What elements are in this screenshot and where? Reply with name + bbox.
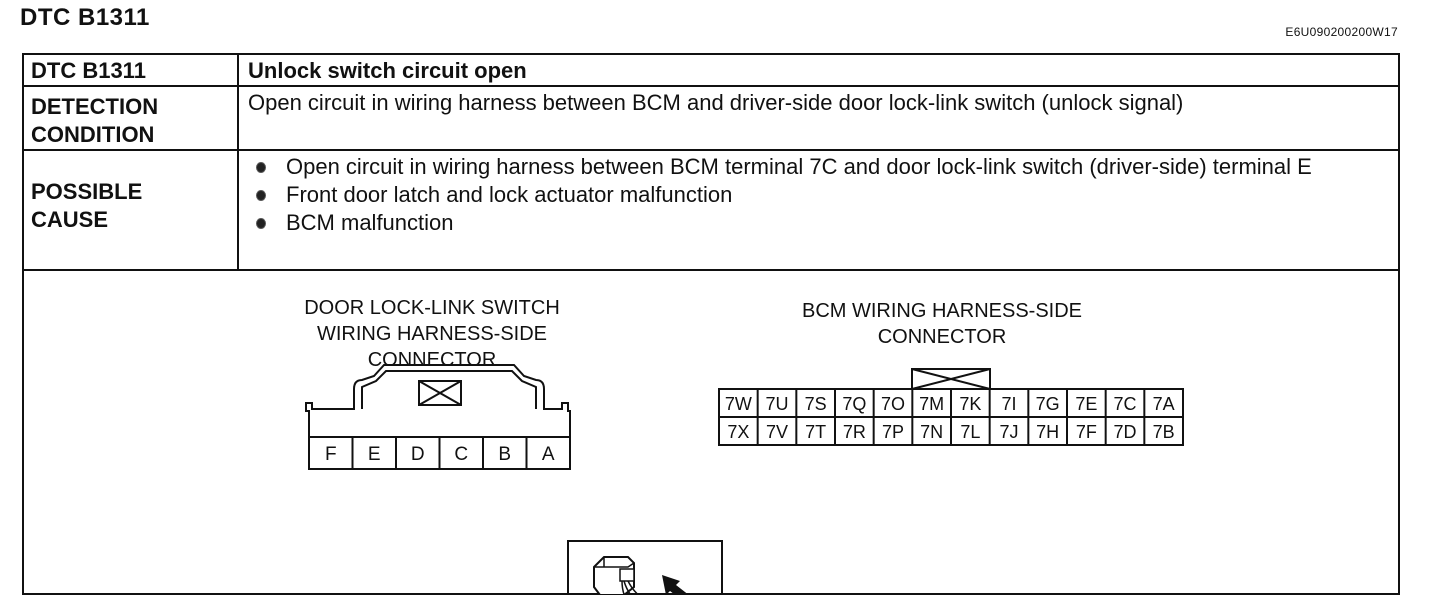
bcm-pin-label: 7X (727, 422, 749, 442)
door-pin-label: A (542, 444, 555, 465)
bullet-icon (256, 190, 266, 201)
connector-face-icon (619, 568, 635, 582)
bullet-icon (256, 218, 266, 229)
connector-edge-icon (594, 557, 635, 568)
bcm-connector-title: BCM WIRING HARNESS-SIDE CONNECTOR (742, 298, 1142, 350)
cause-text: BCM malfunction (286, 210, 454, 235)
list-item: Open circuit in wiring harness between B… (248, 153, 1398, 181)
bcm-pin-label: 7R (843, 422, 866, 442)
row-value-detection-condition: Open circuit in wiring harness between B… (248, 90, 1184, 115)
row-label-dtc: DTC B1311 (24, 55, 239, 85)
list-item: BCM malfunction (248, 209, 1398, 237)
cause-text: Open circuit in wiring harness between B… (286, 154, 1312, 179)
dtc-table: DTC B1311 Unlock switch circuit open DET… (22, 53, 1400, 595)
bcm-pin-label: 7P (882, 422, 904, 442)
bcm-pin-label: 7H (1036, 422, 1059, 442)
bcm-connector-title-line: CONNECTOR (877, 326, 1007, 348)
document-code: E6U090200200W17 (1285, 25, 1398, 39)
bcm-pin-label: 7G (1036, 394, 1060, 414)
bcm-pin-label: 7V (766, 422, 788, 442)
harness-side-view-icon (567, 540, 723, 595)
door-pin-label: C (454, 444, 468, 465)
list-item: Front door latch and lock actuator malfu… (248, 181, 1398, 209)
bcm-pin-label: 7U (765, 394, 788, 414)
cause-list: Open circuit in wiring harness between B… (248, 149, 1398, 237)
bcm-connector-title-line: BCM WIRING HARNESS-SIDE (801, 300, 1083, 322)
bcm-pin-label: 7M (919, 394, 944, 414)
bcm-pin-label: 7C (1113, 394, 1136, 414)
door-connector (305, 364, 571, 470)
bcm-pin-label: 7F (1076, 422, 1097, 442)
bcm-pin-label: 7O (881, 394, 905, 414)
bcm-connector-pins: 7W 7U 7S 7Q 7O 7M 7K 7I 7G 7E 7C 7A 7X 7V 7T 7R 7P 7N 7L 7J… (725, 389, 1175, 445)
cause-text: Front door latch and lock actuator malfu… (286, 182, 733, 207)
door-pin-label: E (368, 444, 381, 465)
door-connector-lock-box (418, 380, 462, 406)
arrow-icon (662, 575, 689, 595)
door-connector-housing (305, 364, 571, 469)
bcm-pin-label: 7K (959, 394, 981, 414)
door-pin-label: D (411, 444, 425, 465)
row-value-dtc: Unlock switch circuit open (248, 58, 527, 83)
door-connector-title-line: WIRING HARNESS-SIDE (316, 323, 548, 345)
door-connector-title-line: DOOR LOCK-LINK SWITCH (304, 297, 560, 319)
wire-icon (621, 580, 640, 595)
bcm-pin-label: 7B (1153, 422, 1175, 442)
table-row: DTC B1311 Unlock switch circuit open (24, 55, 1398, 87)
bullet-icon (256, 162, 266, 173)
bcm-pin-label: 7E (1075, 394, 1097, 414)
bcm-pin-label: 7N (920, 422, 943, 442)
bcm-pin-label: 7S (805, 394, 827, 414)
lock-cross-line (418, 380, 462, 406)
bcm-pin-label: 7W (725, 394, 752, 414)
page-title: DTC B1311 (20, 4, 150, 31)
bcm-pin-label: 7Q (842, 394, 866, 414)
bcm-pin-label: 7T (805, 422, 826, 442)
row-value-possible-cause: Open circuit in wiring harness between B… (239, 149, 1398, 269)
door-pin-label: B (498, 444, 511, 465)
lock-cross-line (911, 368, 991, 390)
table-row: DETECTION CONDITION Open circuit in wiri… (24, 85, 1398, 151)
door-pin-label: F (325, 444, 337, 465)
bcm-pin-label: 7L (960, 422, 980, 442)
row-label-possible-cause: POSSIBLE CAUSE (24, 149, 239, 269)
table-row: POSSIBLE CAUSE Open circuit in wiring ha… (24, 149, 1398, 271)
bcm-pin-label: 7I (1001, 394, 1016, 414)
bcm-pin-label: 7D (1113, 422, 1136, 442)
icon-frame (567, 540, 723, 595)
bcm-pin-label: 7J (999, 422, 1018, 442)
bcm-pin-label: 7A (1153, 394, 1175, 414)
door-connector-lock-tab (361, 370, 537, 409)
row-label-detection-condition: DETECTION CONDITION (24, 85, 239, 149)
